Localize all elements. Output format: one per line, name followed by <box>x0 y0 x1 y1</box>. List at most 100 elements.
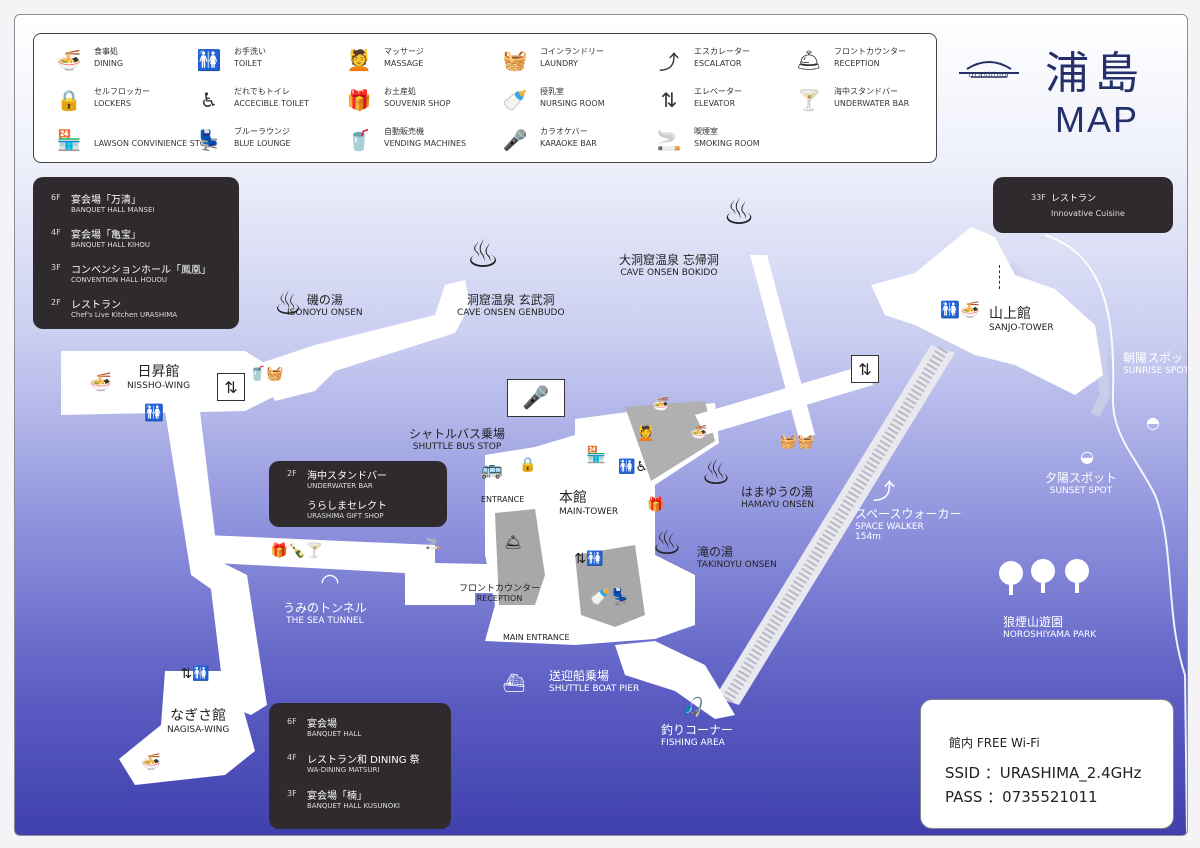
boat-icon: ⛴ <box>502 672 526 694</box>
place-en: THE SEA TUNNEL <box>286 616 364 626</box>
space-walker-label: スペースウォーカー SPACE WALKER 154m <box>855 505 962 542</box>
floor-facility-jp: 宴会場 <box>307 719 337 730</box>
floor-facility-jp: 宴会場「楠」 <box>307 791 367 802</box>
place-en: MAIN ENTRANCE <box>503 633 570 642</box>
floor-number: 3F <box>51 263 61 272</box>
massage-icon: 💆 <box>637 426 655 442</box>
park-trees <box>999 559 1089 595</box>
tunnel-icon: ◠ <box>320 569 340 595</box>
floor-facility-en: URASHIMA GIFT SHOP <box>307 512 384 520</box>
sunset-icon: ◒ <box>1080 446 1094 466</box>
entrance-label: ENTRANCE <box>481 495 524 504</box>
toilet-icon: 🚻🍜 <box>940 299 980 319</box>
bokido-label: 大洞窟温泉 忘帰洞 CAVE ONSEN BOKIDO <box>619 251 719 278</box>
legend-label-jp: だれでもトイレ <box>234 87 290 96</box>
place-en: NISSHO-WING <box>127 381 191 391</box>
place-en: TAKINOYU ONSEN <box>697 560 777 570</box>
onsen-icon: ♨ <box>651 523 683 563</box>
onsen-icon: ♨ <box>722 191 756 233</box>
floor-facility-en: BANQUET HALL KIHOU <box>71 241 151 249</box>
place-jp: なぎさ館 <box>170 708 227 724</box>
floor-number: 2F <box>287 469 297 478</box>
legend-label-jp: 授乳室 <box>540 87 564 96</box>
main-tower-interior <box>495 509 545 605</box>
dining-icon: 🍜 <box>56 48 82 72</box>
place-en: ISONOYU ONSEN <box>287 308 363 318</box>
floor-facility-jp: 宴会場「万清」 <box>71 195 141 206</box>
wifi-title: 館内 FREE Wi-Fi <box>949 736 1040 750</box>
elevator-icon: ⇅ <box>851 355 879 383</box>
karaoke-icon: 🎤 <box>502 128 528 152</box>
wifi-info-panel: 館内 FREE Wi-Fi SSID ：URASHIMA_2.4GHz PASS… <box>920 699 1174 829</box>
legend-item: 🏪LAWSON CONVINIENCE STORE <box>54 124 217 158</box>
floor-facility-jp: 宴会場「亀宝」 <box>71 230 141 241</box>
toilet-icon: 🚻♿ <box>618 459 648 475</box>
nursing-room-icon: 🍼 <box>502 88 528 112</box>
takinoyu-onsen-label: 滝の湯 TAKINOYU ONSEN <box>697 543 777 570</box>
nissho-wing-label: 日昇館 NISSHO-WING <box>127 361 190 391</box>
place-jp: はまゆうの湯 <box>741 485 814 499</box>
sunset-spot-label: 夕陽スポット SUNSET SPOT <box>1045 469 1117 496</box>
fishing-area-label: 釣りコーナー FISHING AREA <box>661 721 733 748</box>
floor-facility-jp: レストラン <box>71 300 121 311</box>
map-title-en: MAP <box>1055 99 1140 140</box>
shuttle-boat-pier-label: 送迎船乗場 SHUTTLE BOAT PIER <box>549 667 639 694</box>
escalator-icon: ⤴ <box>659 49 679 74</box>
toilet-icon: 🚻 <box>196 48 222 72</box>
floor-number: 6F <box>287 717 297 726</box>
floor-facility-jp: レストラン <box>1051 194 1097 204</box>
legend-label-jp: ブルーラウンジ <box>234 127 290 136</box>
place-en: RECEPTION <box>476 594 523 603</box>
souvenir-icon: 🎁 <box>346 88 372 112</box>
legend-label-jp: 喫煙室 <box>694 127 718 136</box>
legend-label-en: BLUE LOUNGE <box>234 139 291 148</box>
map-layout <box>61 227 1187 835</box>
sea-tunnel-label: うみのトンネル THE SEA TUNNEL <box>283 599 367 626</box>
floor-number: 33F <box>1031 193 1046 202</box>
corridor-genbudo <box>255 280 470 401</box>
sunrise-icon: ◓ <box>1146 412 1160 432</box>
legend-label-jp: 自動販売機 <box>384 127 424 136</box>
sanjo-floor-guide: 33F レストラン Innovative Cuisine <box>993 177 1173 233</box>
floor-number: 4F <box>51 228 61 237</box>
legend-label-en: ACCECIBLE TOILET <box>234 99 309 108</box>
place-jp: スペースウォーカー <box>855 507 962 521</box>
floor-number: 4F <box>287 753 297 762</box>
floor-facility-en: UNDERWATER BAR <box>307 482 373 490</box>
place-en: SPACE WALKER <box>855 522 924 532</box>
legend-label-jp: お土産処 <box>384 87 416 96</box>
legend-label-jp: カラオケバー <box>540 127 588 136</box>
hamayu-onsen-label: はまゆうの湯 HAMAYU ONSEN <box>741 483 814 510</box>
floor-facility-en: BANQUET HALL <box>307 730 362 738</box>
place-jp: 夕陽スポット <box>1045 471 1118 485</box>
legend-label-en: RECEPTION <box>834 59 880 68</box>
wifi-password: PASS ：0735521011 <box>945 788 1098 806</box>
nagisa-wing-building <box>119 671 255 785</box>
main-tower-interior-2 <box>575 545 645 627</box>
floor-number: 6F <box>51 193 61 202</box>
place-jp: 日昇館 <box>137 364 180 380</box>
place-en: NOROSHIYAMA PARK <box>1003 630 1097 640</box>
legend-label-en: ELEVATOR <box>694 99 736 108</box>
legend-label-en: VENDING MACHINES <box>384 139 467 148</box>
corridor-tunnel <box>205 535 535 605</box>
dining-icon: 🍜 <box>652 397 670 413</box>
place-jp: 洞窟温泉 玄武洞 <box>466 293 555 307</box>
legend-label-en: LAUNDRY <box>540 59 579 68</box>
dining-icon: 🍜 <box>690 425 708 441</box>
floor-facility-en: WA-DINING MATSURI <box>307 766 380 774</box>
bus-icon: 🚌 <box>480 458 504 480</box>
legend-label-jp: セルフロッカー <box>94 87 150 96</box>
pier-area <box>615 641 735 719</box>
place-en: SHUTTLE BUS STOP <box>412 442 502 452</box>
reception-icon: 🛎 <box>796 48 822 72</box>
